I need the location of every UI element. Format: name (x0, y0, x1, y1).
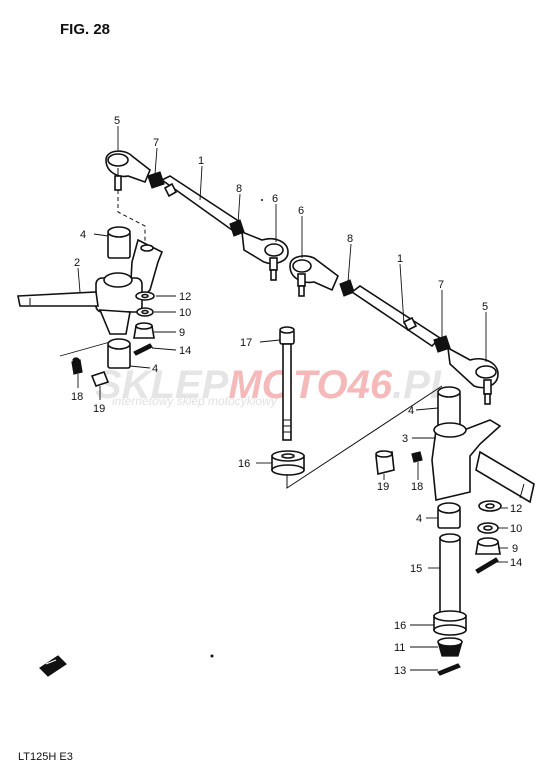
callout-19: 19 (377, 481, 389, 493)
tie-rod-end-right (447, 346, 499, 405)
bushing-top-right (437, 386, 461, 429)
callout-9: 9 (512, 543, 518, 555)
callout-19: 19 (93, 403, 105, 415)
model-code: LT125H E3 (18, 751, 73, 763)
callout-2: 2 (74, 257, 80, 269)
grease-nipple-left (71, 357, 83, 375)
callout-9: 9 (179, 327, 185, 339)
callout-4: 4 (408, 405, 414, 417)
tie-rod-inner-end-right (289, 255, 339, 297)
castle-nut-right (475, 537, 501, 555)
callout-17: 17 (240, 337, 252, 349)
cotter-pin-left (133, 343, 153, 356)
callout-5: 5 (114, 115, 120, 127)
callout-6: 6 (272, 193, 278, 205)
tie-rod-right (350, 285, 442, 348)
callout-15: 15 (410, 563, 422, 575)
tie-rod-assembly (105, 150, 499, 405)
small-mark (210, 199, 263, 658)
cap-right (375, 450, 395, 475)
watermark-tagline: internetowy sklep motocyklowy (112, 394, 278, 408)
callout-4: 4 (152, 363, 158, 375)
callout-3: 3 (402, 433, 408, 445)
steering-knuckle-right (431, 419, 535, 504)
nut-11 (437, 637, 463, 657)
bolt-17 (279, 326, 295, 441)
bolt-assembly (271, 326, 443, 489)
callout-12: 12 (179, 291, 191, 303)
spacer-16-right (433, 610, 467, 636)
washer-12-left (135, 291, 155, 301)
callout-8: 8 (347, 233, 353, 245)
callout-4: 4 (80, 229, 86, 241)
callout-16: 16 (238, 458, 250, 470)
watermark: SKLEPMOTO46.PL internetowy sklep motocyk… (95, 363, 454, 408)
washer-10-right (477, 522, 499, 534)
spacer-16-center (271, 450, 305, 476)
callout-14: 14 (510, 557, 522, 569)
callout-5: 5 (482, 301, 488, 313)
grease-nipple-right (411, 451, 423, 463)
bushing-top-left (107, 226, 131, 259)
tie-rod-inner-end-left (241, 230, 289, 281)
front-arrow-icon (39, 655, 67, 677)
watermark-part1: SKLEP (95, 363, 229, 407)
callout-6: 6 (298, 205, 304, 217)
bushing-bottom-left (107, 338, 131, 369)
callout-10: 10 (179, 307, 191, 319)
king-pin-shaft (439, 533, 461, 619)
steering-knuckle-left (17, 238, 164, 335)
callout-labels: 5 7 1 8 6 6 8 1 7 5 4 2 12 10 9 14 4 18 … (71, 115, 522, 677)
bushing-lower-right (437, 502, 461, 529)
callout-14: 14 (179, 345, 191, 357)
leader-lines (77, 126, 508, 671)
callout-4: 4 (416, 513, 422, 525)
callout-8: 8 (236, 183, 242, 195)
callout-13: 13 (394, 665, 406, 677)
lock-nut-mid-right (339, 279, 355, 297)
callout-7: 7 (438, 279, 444, 291)
callout-1: 1 (397, 253, 403, 265)
svg-text:SKLEPMOTO46.PL: SKLEPMOTO46.PL (95, 363, 454, 407)
right-knuckle-assembly (375, 386, 535, 676)
callout-12: 12 (510, 503, 522, 515)
washer-12-right (478, 500, 502, 512)
castle-nut-left (133, 322, 155, 339)
callout-1: 1 (198, 155, 204, 167)
callout-18: 18 (411, 481, 423, 493)
lock-nut-left (147, 171, 165, 189)
callout-16: 16 (394, 620, 406, 632)
washer-10-left (136, 307, 154, 317)
figure-title: FIG. 28 (60, 21, 110, 38)
tie-rod-end-left (105, 150, 151, 191)
left-knuckle-assembly (17, 190, 164, 387)
cap-left (90, 371, 110, 387)
callout-18: 18 (71, 391, 83, 403)
callout-11: 11 (394, 642, 405, 654)
watermark-part2: MOTO46 (228, 363, 393, 407)
cotter-pin-right (475, 557, 499, 574)
callout-10: 10 (510, 523, 522, 535)
cotter-pin-13 (437, 663, 461, 676)
callout-7: 7 (153, 137, 159, 149)
